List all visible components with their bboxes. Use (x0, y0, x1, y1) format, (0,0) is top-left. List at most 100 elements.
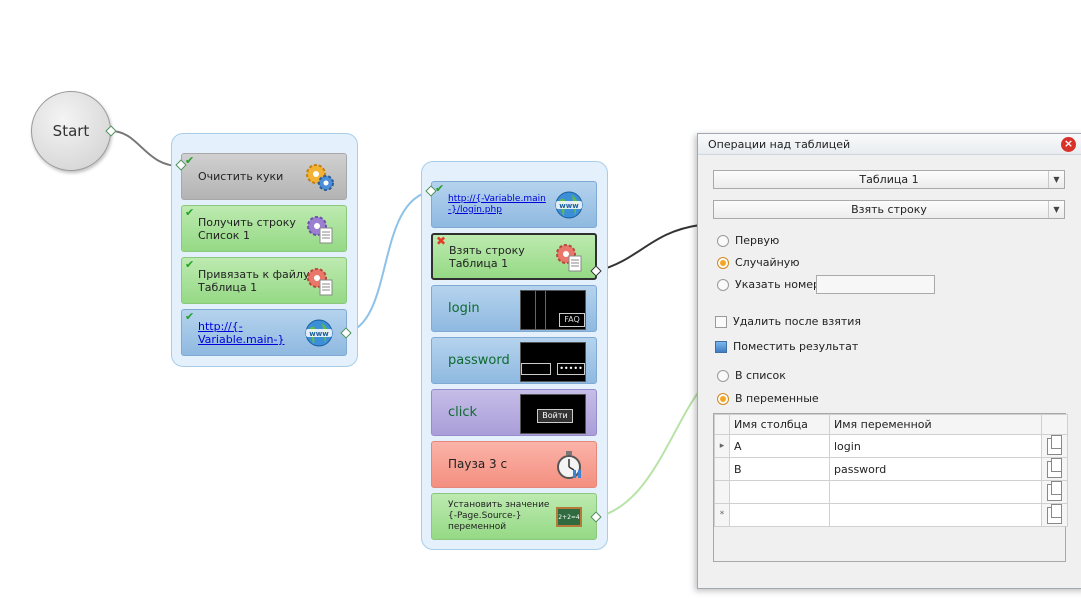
column-header-variable[interactable]: Имя переменной (829, 414, 1042, 435)
thumb-text: ••••• (557, 363, 585, 375)
table-select[interactable]: Таблица 1 ▼ (713, 170, 1065, 189)
close-icon[interactable]: × (1061, 137, 1076, 152)
chevron-down-icon[interactable]: ▼ (1048, 171, 1064, 188)
table-row[interactable]: B password (714, 457, 1068, 481)
radio-row-number[interactable]: Указать номер (717, 278, 820, 291)
block-take-row-selected[interactable]: ✖ Взять строку Таблица 1 (431, 233, 597, 280)
radio-first-row[interactable]: Первую (717, 234, 779, 247)
cell-column-name[interactable] (729, 480, 830, 504)
grid-header-row: Имя столбца Имя переменной (714, 414, 1068, 435)
operation-select-value: Взять строку (851, 203, 927, 216)
cell-variable-name[interactable] (829, 480, 1042, 504)
block-navigate-login[interactable]: ✔ http://{-Variable.main -}/login.php ww… (431, 181, 597, 228)
radio-label: Первую (735, 234, 780, 247)
www-globe-icon: www (305, 319, 333, 346)
block-clear-cookies[interactable]: ✔ Очистить куки (181, 153, 347, 200)
radio-label: В переменные (735, 392, 819, 405)
copy-icon[interactable] (1047, 457, 1062, 478)
block-label: Установить значение {-Page.Source-} пере… (448, 500, 550, 532)
cell-variable-name[interactable]: login (829, 434, 1042, 458)
block-label: password (448, 353, 510, 368)
block-label: Пауза 3 с (448, 457, 508, 471)
row-header-cell (714, 480, 730, 504)
table-operations-panel: Операции над таблицей × Таблица 1 ▼ Взят… (697, 133, 1081, 589)
row-number-input[interactable] (816, 275, 935, 294)
cell-column-name[interactable] (729, 503, 830, 527)
panel-title: Операции над таблицей (698, 134, 1081, 155)
screenshot-thumbnail: FAQ (520, 290, 586, 330)
error-x-icon: ✖ (436, 234, 447, 248)
gear-document-icon (307, 215, 333, 243)
radio-dot[interactable] (717, 234, 729, 247)
checkbox-label: Поместить результат (733, 340, 859, 353)
block-url-link[interactable]: http://{- Variable.main-} (198, 319, 285, 346)
check-icon: ✔ (185, 154, 195, 167)
checkbox-box[interactable] (715, 340, 727, 353)
table-row[interactable] (714, 480, 1068, 504)
gears-icon (306, 163, 334, 191)
radio-dot[interactable] (717, 369, 729, 382)
check-icon: ✔ (185, 258, 195, 271)
radio-dot[interactable] (717, 278, 729, 291)
block-label: Привязать к файлу Таблица 1 (198, 267, 310, 294)
start-node[interactable]: Start (31, 91, 111, 171)
new-row[interactable]: * (714, 503, 1068, 527)
new-row-marker: * (714, 503, 730, 527)
screenshot-thumbnail: Войти (520, 394, 586, 434)
block-click-button[interactable]: click Войти (431, 389, 597, 436)
operation-select[interactable]: Взять строку ▼ (713, 200, 1065, 219)
current-row-marker: ▸ (714, 434, 730, 458)
thumb-text: Войти (537, 409, 573, 423)
block-login-field[interactable]: login FAQ (431, 285, 597, 332)
block-label: Взять строку Таблица 1 (449, 243, 525, 270)
row-header-cell (714, 414, 730, 435)
block-label: Получить строку Список 1 (198, 215, 296, 242)
block-bind-to-file[interactable]: ✔ Привязать к файлу Таблица 1 (181, 257, 347, 304)
check-icon: ✔ (185, 206, 195, 219)
delete-after-checkbox[interactable]: Удалить после взятия (715, 315, 861, 328)
checkbox-label: Удалить после взятия (733, 315, 862, 328)
table-select-value: Таблица 1 (859, 173, 919, 186)
table-row[interactable]: ▸ A login (714, 434, 1068, 458)
copy-icon[interactable] (1047, 503, 1062, 524)
cell-column-name[interactable]: A (729, 434, 830, 458)
radio-label: В список (735, 369, 786, 382)
radio-to-list[interactable]: В список (717, 369, 786, 382)
gear-document-icon (556, 243, 582, 271)
block-set-variable[interactable]: Установить значение {-Page.Source-} пере… (431, 493, 597, 540)
screenshot-thumbnail: ••••• (520, 342, 586, 382)
cell-variable-name[interactable]: password (829, 457, 1042, 481)
block-navigate-main[interactable]: ✔ http://{- Variable.main-} www (181, 309, 347, 356)
svg-text:2+2=4: 2+2=4 (558, 514, 580, 521)
block-label: click (448, 405, 478, 420)
stopwatch-icon (557, 450, 581, 479)
column-header-name[interactable]: Имя столбца (729, 414, 830, 435)
radio-label: Случайную (735, 256, 800, 269)
row-header-cell (714, 457, 730, 481)
cell-variable-name[interactable] (829, 503, 1042, 527)
thumb-text: FAQ (559, 313, 585, 327)
block-url-link[interactable]: http://{-Variable.main -}/login.php (448, 193, 546, 215)
svg-text:www: www (309, 330, 329, 338)
block-password-field[interactable]: password ••••• (431, 337, 597, 384)
block-get-row-list[interactable]: ✔ Получить строку Список 1 (181, 205, 347, 252)
radio-dot[interactable] (717, 256, 729, 269)
check-icon: ✔ (185, 310, 195, 323)
copy-icon[interactable] (1047, 480, 1062, 501)
block-pause[interactable]: Пауза 3 с (431, 441, 597, 488)
mapping-grid[interactable]: Имя столбца Имя переменной ▸ A login B p… (713, 413, 1068, 562)
block-label: login (448, 301, 480, 316)
radio-random-row[interactable]: Случайную (717, 256, 800, 269)
start-label: Start (52, 122, 90, 140)
save-result-checkbox[interactable]: Поместить результат (715, 340, 858, 353)
copy-icon[interactable] (1047, 434, 1062, 455)
radio-label: Указать номер (735, 278, 821, 291)
radio-dot[interactable] (717, 392, 729, 405)
checkbox-box[interactable] (715, 315, 727, 328)
block-label: Очистить куки (198, 170, 284, 183)
www-globe-icon: www (555, 191, 583, 218)
chevron-down-icon[interactable]: ▼ (1048, 201, 1064, 218)
radio-to-variables[interactable]: В переменные (717, 392, 819, 405)
cell-column-name[interactable]: B (729, 457, 830, 481)
